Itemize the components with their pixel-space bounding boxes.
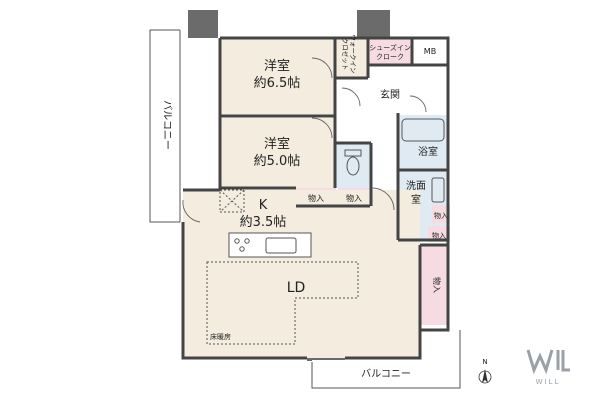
door-swing	[371, 187, 395, 211]
storage-3	[432, 205, 450, 223]
pillar-top-left	[188, 10, 218, 38]
bath-label: 浴室	[418, 145, 438, 158]
shoes-in-closet	[368, 38, 412, 65]
storage-5-label: 物入	[432, 277, 442, 293]
logo-text: WILL	[536, 378, 561, 386]
balcony-left	[150, 30, 180, 222]
door-swing	[341, 87, 361, 107]
balcony-left-label: バルコニー	[161, 100, 173, 150]
stove-burner-icon	[234, 238, 240, 244]
storage-5	[420, 245, 448, 325]
floor-heating-label: 床暖房	[210, 332, 231, 341]
storage-4-label: 物入	[432, 231, 446, 240]
fridge-space	[219, 189, 245, 213]
balcony-bottom-outline	[311, 330, 461, 389]
floor-heating-area	[206, 261, 359, 345]
bedroom-2-size: 約5.0帖	[254, 154, 301, 169]
stove-burner-icon	[244, 238, 250, 244]
shoes-closet-label-1: シューズイン	[369, 43, 411, 52]
kitchen-name: K	[259, 198, 268, 213]
bedroom-2-name: 洋室	[264, 136, 290, 152]
bedroom-1-name: 洋室	[264, 58, 290, 74]
storage-1-label: 物入	[308, 193, 324, 203]
sink-icon	[265, 237, 297, 254]
bedroom-1	[220, 38, 335, 116]
kitchen-size: 約3.5帖	[240, 215, 287, 230]
walk-in-closet-label-1: ウォークイン	[349, 35, 357, 74]
mb-label: MB	[424, 47, 436, 56]
storage-2-label: 物入	[346, 193, 362, 203]
bedroom-2	[220, 118, 335, 188]
door-swing	[182, 199, 201, 223]
wash-basin-icon	[431, 177, 445, 203]
outer-wall-bottom	[181, 222, 307, 360]
pillar-top-right	[357, 10, 390, 38]
meter-box	[412, 38, 448, 65]
north-compass-icon	[478, 369, 492, 384]
shoes-closet-label-2: クローク	[376, 53, 404, 61]
entrance-label: 玄関	[380, 88, 400, 101]
storage-4	[428, 226, 450, 242]
door-swing	[311, 57, 333, 79]
stove-burner-icon	[239, 246, 245, 252]
bedroom-1-size: 約6.5帖	[254, 76, 301, 91]
bathroom	[398, 115, 448, 170]
walk-in-closet-label-2: クロゼット	[341, 38, 350, 71]
balcony-left-outline	[149, 29, 180, 223]
ld-name: LD	[287, 280, 306, 296]
door-swing	[409, 95, 427, 113]
compass-north-label: N	[482, 358, 487, 366]
outer-wall-right	[220, 36, 450, 360]
toilet-icon	[346, 156, 360, 176]
storage-3-label: 物入	[434, 211, 448, 220]
entrance	[368, 65, 448, 113]
washroom-label-2: 室	[411, 193, 421, 206]
washroom-label-1: 洗面	[406, 180, 426, 192]
door-swing	[311, 117, 333, 139]
walk-in-closet	[335, 38, 368, 78]
balcony-bottom-label: バルコニー	[361, 368, 411, 380]
balcony-bottom	[312, 360, 460, 388]
will-logo-icon	[526, 349, 570, 375]
bathtub-icon	[401, 118, 445, 142]
corridor	[300, 206, 398, 240]
